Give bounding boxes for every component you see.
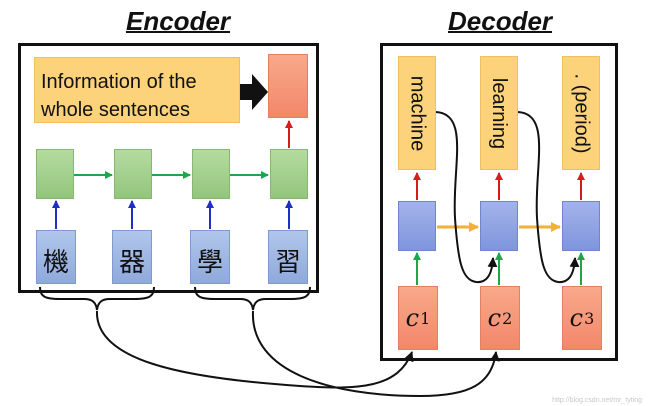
context-c1-base: c [405,304,420,332]
input-char-2: 器 [112,230,152,284]
info-line-1: Information of the [41,71,197,93]
encoder-hidden-1 [36,149,74,199]
output-word-1: machine [398,56,436,170]
feedback-curve-2 [517,111,580,284]
encoder-title: Encoder [126,6,231,36]
encoder-hidden-4 [270,149,308,199]
context-c3-base: c [569,304,584,332]
decoder-hidden-3 [562,201,600,251]
encoder-hidden-3 [192,149,230,199]
output-word-2: learning [480,56,518,170]
context-c2-sup: 2 [502,308,513,328]
encoder-frame [18,43,319,293]
output-word-3: . (period) [562,56,600,170]
watermark: http://blog.csdn.net/mr_tyting [552,397,642,404]
info-line-2: whole sentences [41,99,190,121]
input-char-3: 學 [190,230,230,284]
brace-right [194,286,311,311]
brace-left [39,286,155,311]
attention-curve-2 [251,310,500,398]
decoder-title: Decoder [448,6,553,36]
input-char-1: 機 [36,230,76,284]
context-c2-base: c [487,304,502,332]
feedback-curve-1 [435,111,498,284]
decoder-hidden-1 [398,201,436,251]
context-c3-sup: 3 [584,308,595,328]
big-black-arrow [240,74,268,110]
context-c1-sup: 1 [420,308,431,328]
encoder-hidden-2 [114,149,152,199]
decoder-hidden-2 [480,201,518,251]
input-char-4: 習 [268,230,308,284]
sentence-vector [268,54,308,118]
info-box: Information of the whole sentences [34,57,240,123]
attention-curve-1 [95,310,414,389]
